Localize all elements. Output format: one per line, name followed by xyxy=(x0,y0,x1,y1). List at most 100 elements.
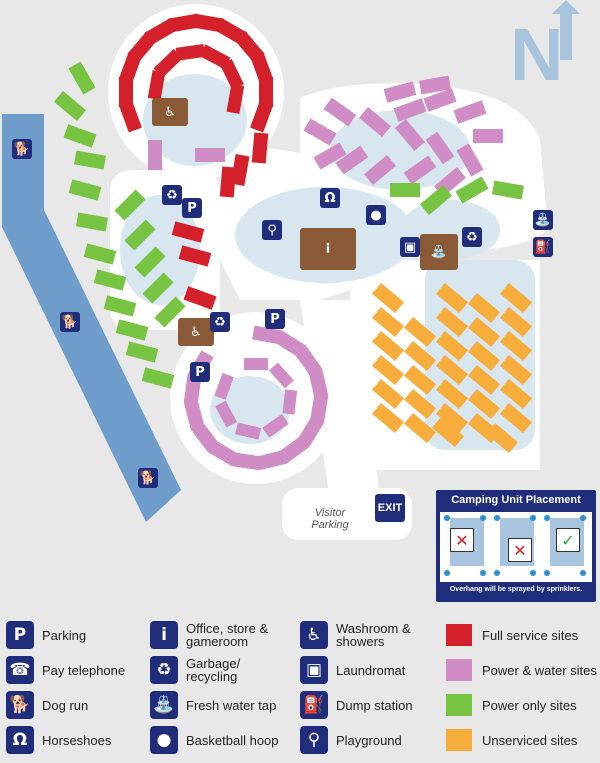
playground-icon: ⚲ xyxy=(300,726,328,754)
pay-telephone-icon: ☎ xyxy=(6,656,34,684)
campsite xyxy=(364,154,396,186)
legend-item: Power only sites xyxy=(446,694,577,716)
campsites xyxy=(54,13,532,471)
horseshoes-icon: Ω xyxy=(6,726,34,754)
campsite xyxy=(235,422,262,440)
campsite xyxy=(372,282,404,314)
campsite xyxy=(190,421,219,452)
campsite xyxy=(468,292,500,324)
parking-icon: P xyxy=(190,362,210,382)
campsite xyxy=(468,340,500,372)
campsite xyxy=(262,414,289,438)
campsite xyxy=(282,389,298,415)
horseshoes-icon: Ω xyxy=(320,188,340,208)
campsite xyxy=(119,77,133,107)
campsite xyxy=(425,131,455,165)
campsite xyxy=(404,412,436,444)
campsite xyxy=(124,219,156,251)
campsite xyxy=(74,150,106,170)
power-water-swatch xyxy=(446,659,472,681)
campsite xyxy=(178,245,212,267)
svg-text:N: N xyxy=(510,13,563,96)
legend-item: ⛽Dump station xyxy=(300,691,413,719)
campsite xyxy=(63,124,97,148)
dog-run-area xyxy=(2,114,181,522)
campsite xyxy=(436,378,468,410)
campsite xyxy=(183,286,217,310)
campsite xyxy=(303,118,337,146)
campsite xyxy=(294,345,322,377)
visitor-parking: Visitor Parking xyxy=(282,500,378,538)
garbage-icon: ♻ xyxy=(150,656,178,684)
legend-item: 🐕Dog run xyxy=(6,691,88,719)
campsite xyxy=(393,98,427,122)
campsite xyxy=(167,13,200,33)
allowed-mark: ✓ xyxy=(556,528,580,552)
basketball-icon: ● xyxy=(366,205,386,225)
campsite xyxy=(500,354,532,386)
campsite xyxy=(68,61,96,95)
campsite xyxy=(219,166,237,198)
legend-item: ●Basketball hoop xyxy=(150,726,279,754)
office-icon: i xyxy=(150,621,178,649)
campsite xyxy=(134,246,166,278)
campsite xyxy=(404,340,436,372)
dump-station-icon: ⛽ xyxy=(533,237,553,257)
campsite xyxy=(259,77,273,107)
campsite xyxy=(404,364,436,396)
campsite xyxy=(199,44,231,69)
campsite xyxy=(436,306,468,338)
campsite xyxy=(207,439,239,467)
placement-title: Camping Unit Placement xyxy=(451,494,581,506)
campsite xyxy=(473,129,503,143)
campsite xyxy=(468,364,500,396)
campsite xyxy=(436,402,468,434)
washroom-icon: ♿ xyxy=(300,621,328,649)
north-arrow: N xyxy=(510,0,580,96)
campsite xyxy=(153,48,183,78)
campsite xyxy=(390,183,420,197)
washroom-building-icon: ⛲ xyxy=(420,234,458,270)
campsite xyxy=(148,140,162,170)
campsite xyxy=(403,155,437,185)
campsite xyxy=(486,422,518,454)
campsite xyxy=(171,221,205,243)
campsite xyxy=(76,212,108,232)
campsite xyxy=(103,295,137,317)
campsite xyxy=(432,416,464,448)
garbage-icon: ♻ xyxy=(462,227,482,247)
campsite xyxy=(372,402,404,434)
campsite xyxy=(268,362,294,389)
campsite xyxy=(256,449,287,471)
campsite xyxy=(500,402,532,434)
not-allowed-mark: ✕ xyxy=(450,528,474,552)
campsite xyxy=(226,84,245,114)
campsite xyxy=(313,142,347,170)
dog-run-icon: 🐕 xyxy=(60,312,80,332)
campsite xyxy=(251,132,269,164)
campsite xyxy=(183,374,202,405)
campsite xyxy=(455,176,489,204)
campsite xyxy=(404,316,436,348)
campsite xyxy=(219,59,244,90)
campsite xyxy=(436,282,468,314)
campsite xyxy=(310,393,329,424)
campsite xyxy=(436,330,468,362)
washroom-building-icon: ♿ xyxy=(178,318,214,346)
campsite xyxy=(436,354,468,386)
campsite xyxy=(252,325,283,345)
campsite xyxy=(54,90,86,122)
campsite xyxy=(372,378,404,410)
campsite xyxy=(274,330,306,358)
campsite xyxy=(500,282,532,314)
campsite xyxy=(93,269,127,291)
campsite xyxy=(492,180,524,200)
campsite xyxy=(423,88,457,112)
garbage-icon: ♻ xyxy=(210,312,230,332)
campsite xyxy=(231,452,262,471)
campsite xyxy=(500,306,532,338)
unserviced-swatch xyxy=(446,729,472,751)
campsite xyxy=(154,296,186,328)
